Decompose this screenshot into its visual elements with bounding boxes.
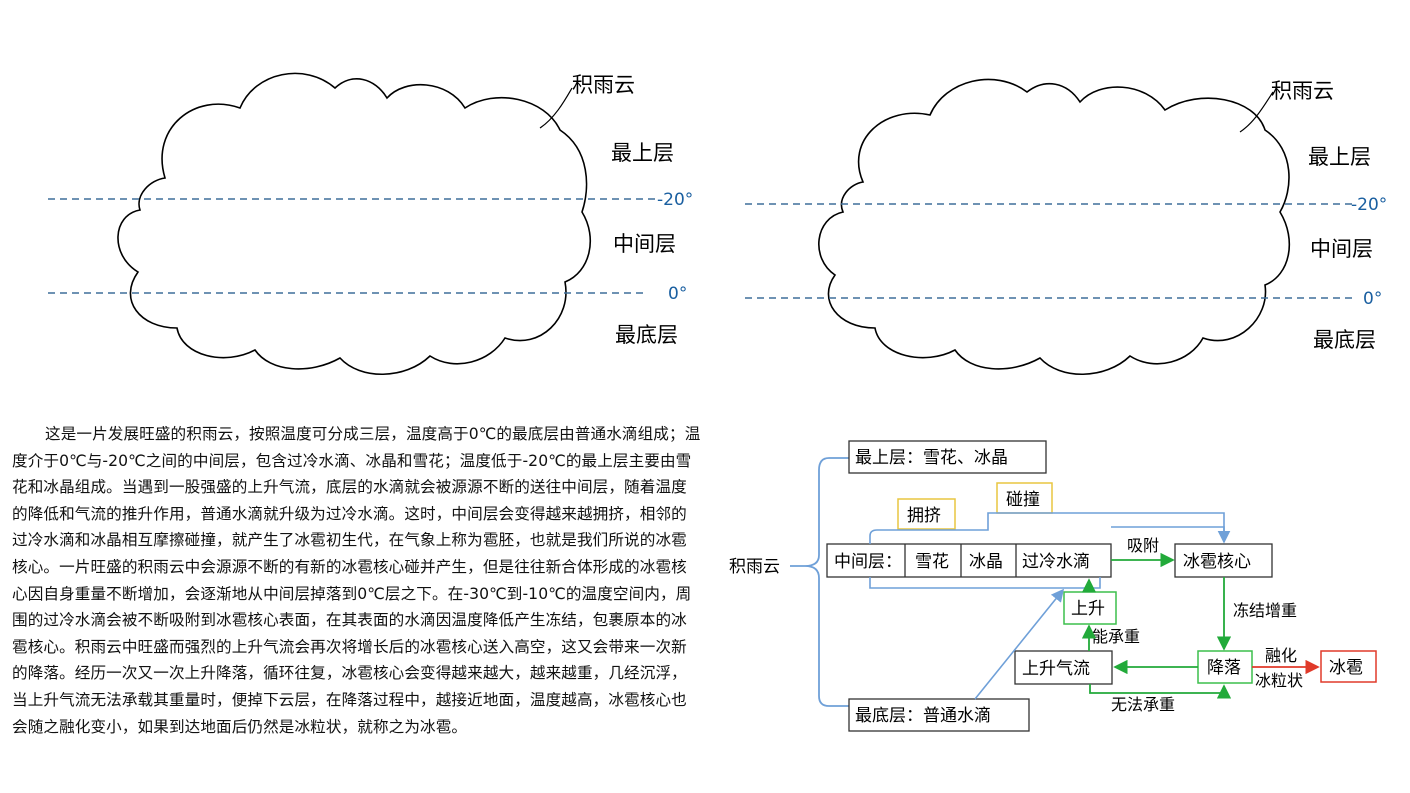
hail-formation-flowchart: 积雨云 最上层：雪花、冰晶 中间层： 雪花 冰晶 过冷水滴 最底层：普通水滴 拥… [729,440,1377,732]
middle-cell-snow: 雪花 [915,552,949,572]
temp-lower-label: 0° [1363,289,1382,309]
layer-middle-label: 中间层 [1310,237,1373,261]
layer-top-label: 最上层 [1308,145,1371,169]
temp-lower-label: 0° [668,284,687,304]
middle-layer-text: 中间层： [834,552,902,572]
layer-top-label: 最上层 [611,141,674,165]
freeze-label: 冻结增重 [1233,601,1297,620]
temp-upper-label: -20° [657,190,693,210]
ice-grain-label: 冰粒状 [1255,671,1303,690]
cloud-label-pointer [539,87,573,129]
root-cloud-label: 积雨云 [729,557,780,577]
cannot-bear-label: 无法承重 [1111,695,1175,714]
top-layer-box [848,440,1047,474]
bottom-to-middle-arrow [974,588,1065,700]
description-paragraph: 这是一片发展旺盛的积雨云，按照温度可分成三层，温度高于0℃的最底层由普通水滴组成… [12,425,701,736]
updraft-box [1014,650,1113,685]
middle-cell-ice-crystal: 冰晶 [969,552,1003,572]
cloud-name-label: 积雨云 [572,73,635,97]
rise-text: 上升 [1071,599,1105,619]
fall-text: 降落 [1207,658,1241,678]
bottom-layer-text: 最底层：普通水滴 [855,706,991,726]
temp-upper-label: -20° [1351,195,1387,215]
cloud-label-pointer [1239,91,1274,133]
hail-text: 冰雹 [1329,658,1363,678]
middle-underline-flow [869,577,1101,589]
collide-text: 碰撞 [1006,490,1040,510]
hail-core-text: 冰雹核心 [1183,552,1251,572]
cloud-outline [818,78,1291,375]
hail-box [1320,650,1377,683]
cloud-diagram-right: 积雨云 最上层 -20° 中间层 0° 最底层 [745,78,1387,375]
middle-cell-supercooled: 过冷水滴 [1022,552,1090,572]
cloud-name-label: 积雨云 [1271,79,1334,103]
updraft-text: 上升气流 [1022,659,1090,679]
can-bear-label: 能承重 [1092,627,1140,646]
adsorb-label: 吸附 [1127,536,1159,555]
melt-label: 融化 [1265,646,1297,665]
root-brace [790,457,850,707]
layer-bottom-label: 最底层 [1313,328,1376,352]
crowd-box [897,498,956,530]
layer-middle-label: 中间层 [613,232,676,256]
crowd-text: 拥挤 [907,506,941,526]
cloud-diagram-left: 积雨云 最上层 -20° 中间层 0° 最底层 [48,72,693,375]
collide-to-core-arrow [1111,526,1231,544]
cloud-outline [117,72,591,375]
crowd-flow-arrow [869,512,1225,544]
top-layer-text: 最上层：雪花、冰晶 [855,448,1008,468]
cannot-bear-arrow [1089,684,1232,699]
layer-bottom-label: 最底层 [615,323,678,347]
bottom-layer-box [848,698,1030,732]
rise-box [1063,591,1117,625]
